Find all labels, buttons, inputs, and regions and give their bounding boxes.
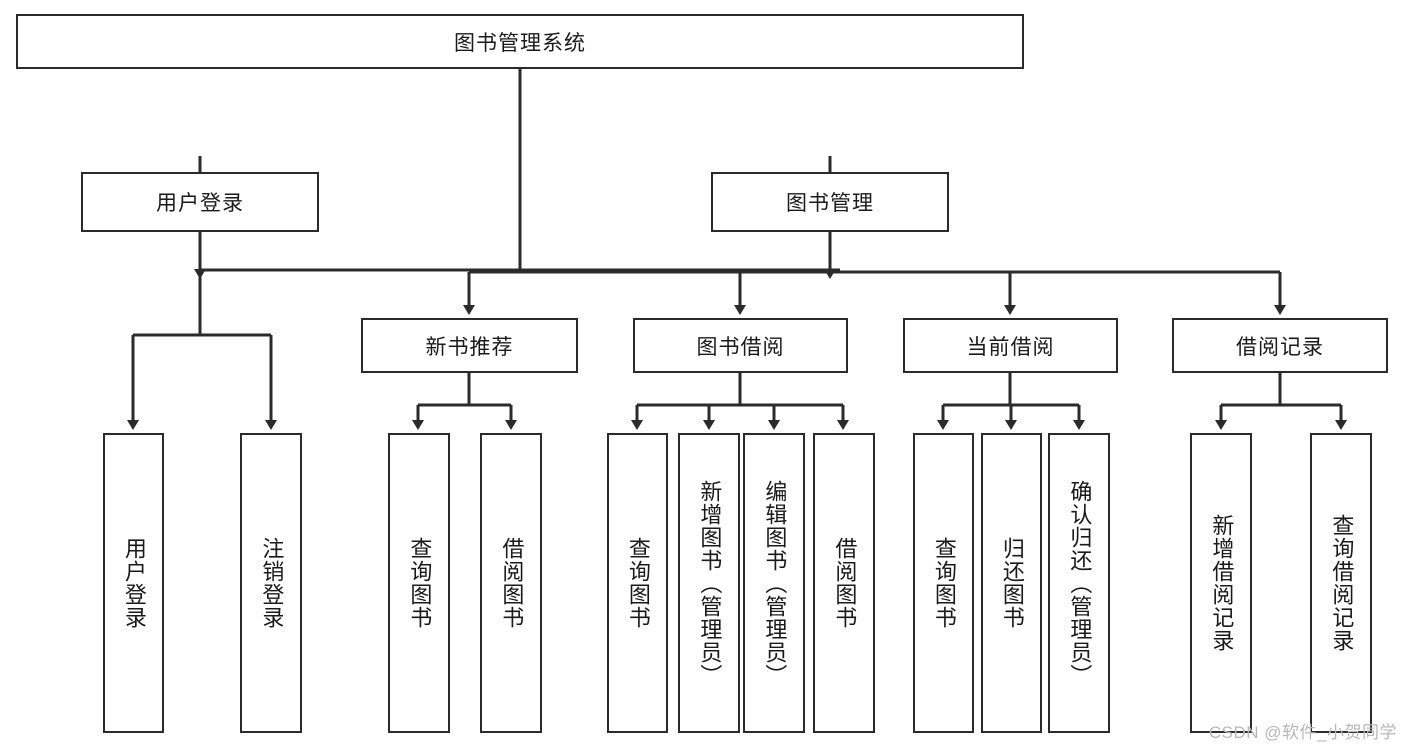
node-leaf-label: 新增借阅记录 bbox=[1209, 514, 1235, 652]
node-borrow-record-label: 借阅记录 bbox=[1236, 335, 1324, 359]
node-leaf-label: 注销登录 bbox=[259, 537, 285, 629]
node-leaf-label: 编辑图书（管理员） bbox=[762, 479, 788, 687]
node-leaf-logout[interactable]: 注销登录 bbox=[240, 433, 302, 733]
node-current-borrow-label: 当前借阅 bbox=[966, 335, 1055, 359]
node-leaf-borrow-book-2[interactable]: 借阅图书 bbox=[813, 433, 875, 733]
node-leaf-query-book-1[interactable]: 查询图书 bbox=[388, 433, 450, 733]
node-leaf-return-book[interactable]: 归还图书 bbox=[981, 433, 1042, 733]
node-leaf-label: 借阅图书 bbox=[832, 537, 858, 629]
node-leaf-label: 新增图书（管理员） bbox=[697, 479, 723, 687]
node-leaf-label: 查询借阅记录 bbox=[1329, 514, 1355, 652]
node-leaf-user-login[interactable]: 用户登录 bbox=[103, 433, 164, 733]
node-leaf-borrow-book-1[interactable]: 借阅图书 bbox=[480, 433, 542, 733]
node-new-book-rec-label: 新书推荐 bbox=[425, 335, 514, 359]
node-leaf-label: 查询图书 bbox=[931, 537, 957, 629]
node-leaf-query-book-3[interactable]: 查询图书 bbox=[913, 433, 974, 733]
node-borrow-record[interactable]: 借阅记录 bbox=[1172, 318, 1388, 373]
csdn-watermark: CSDN @软件_小贺同学 bbox=[1208, 723, 1397, 742]
node-user-login[interactable]: 用户登录 bbox=[81, 172, 319, 232]
node-leaf-add-book[interactable]: 新增图书（管理员） bbox=[678, 433, 740, 733]
node-leaf-label: 用户登录 bbox=[121, 537, 147, 629]
node-book-borrow-label: 图书借阅 bbox=[696, 335, 785, 359]
node-root-label: 图书管理系统 bbox=[454, 31, 586, 55]
node-leaf-label: 确认归还（管理员） bbox=[1067, 479, 1093, 687]
node-leaf-query-record[interactable]: 查询借阅记录 bbox=[1310, 433, 1372, 733]
node-user-login-label: 用户登录 bbox=[156, 192, 244, 215]
node-leaf-label: 归还图书 bbox=[999, 537, 1025, 629]
node-leaf-label: 查询图书 bbox=[407, 537, 433, 629]
node-current-borrow[interactable]: 当前借阅 bbox=[903, 318, 1118, 373]
node-leaf-label: 查询图书 bbox=[625, 537, 651, 629]
node-leaf-add-record[interactable]: 新增借阅记录 bbox=[1190, 433, 1252, 733]
node-leaf-edit-book[interactable]: 编辑图书（管理员） bbox=[743, 433, 805, 733]
node-book-manage-label: 图书管理 bbox=[786, 192, 874, 215]
node-leaf-label: 借阅图书 bbox=[499, 537, 525, 629]
node-new-book-rec[interactable]: 新书推荐 bbox=[361, 318, 578, 373]
node-leaf-query-book-2[interactable]: 查询图书 bbox=[607, 433, 668, 733]
node-root[interactable]: 图书管理系统 bbox=[16, 14, 1024, 69]
node-leaf-confirm-return[interactable]: 确认归还（管理员） bbox=[1048, 433, 1110, 733]
node-book-borrow[interactable]: 图书借阅 bbox=[633, 318, 848, 373]
node-book-manage[interactable]: 图书管理 bbox=[711, 172, 949, 232]
